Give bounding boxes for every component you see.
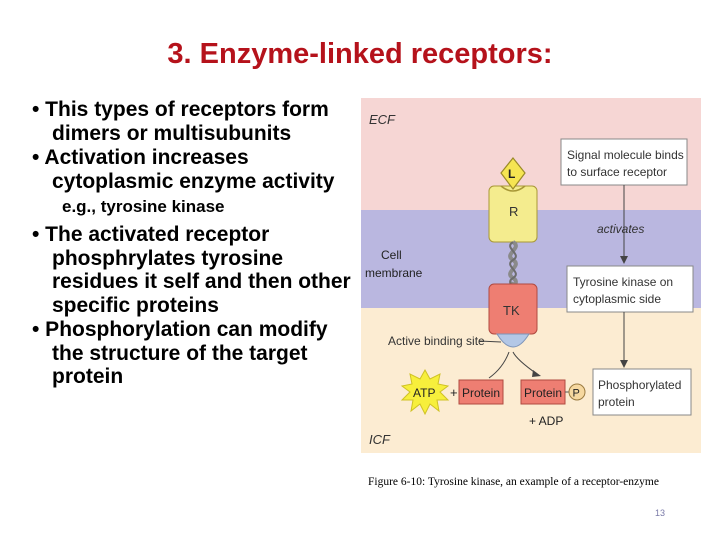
bullet-phosphorylates: • The activated receptor phosphrylates t… [32, 223, 351, 317]
bullet-modify-structure: • Phosphorylation can modify the structu… [32, 318, 328, 388]
protein-phosphorylated-label: Protein [524, 386, 562, 400]
tyrosine-kinase-text-2: cytoplasmic side [573, 292, 661, 306]
slide-title: 3. Enzyme-linked receptors: [167, 38, 553, 70]
active-binding-site-label: Active binding site [388, 334, 485, 348]
active-binding-site-shape [496, 333, 530, 348]
phosphorylated-protein-text-2: protein [598, 395, 635, 409]
atp-burst [400, 368, 450, 416]
bullet-list: • This types of receptors form dimers or… [32, 98, 352, 390]
atp-label: ATP [413, 386, 435, 400]
phosphate-circle [568, 383, 586, 401]
phosphorylated-protein-text-1: Phosphorylated [598, 378, 681, 392]
plus-sign: + [450, 385, 458, 400]
icf-label: ICF [369, 432, 391, 447]
protein-substrate-label: Protein [462, 386, 500, 400]
tyrosine-kinase-diagram: ECF ICF Cell membrane R L TK Signal mole… [361, 98, 701, 453]
phosphorylation-left-curve [488, 351, 510, 379]
bullet-dimers: • This types of receptors form dimers or… [32, 98, 329, 145]
signal-binds-text-1: Signal molecule binds [567, 148, 684, 162]
ecf-label: ECF [369, 112, 396, 127]
phosphorylation-curve-arrowhead [532, 370, 541, 377]
page-number: 13 [654, 508, 665, 518]
signal-binds-text-2: to surface receptor [567, 165, 667, 179]
protein-substrate [458, 379, 504, 405]
ligand-shape [500, 157, 526, 190]
activates-arrowhead-1 [620, 256, 628, 264]
tk-label: TK [503, 303, 520, 318]
tyrosine-kinase-text-1: Tyrosine kinase on [573, 275, 673, 289]
adp-label: + ADP [529, 414, 563, 428]
cell-membrane-label-1: Cell [381, 248, 402, 262]
cell-membrane-label-2: membrane [365, 266, 423, 280]
active-site-pointer [478, 340, 502, 343]
activates-arrowhead-2 [620, 360, 628, 368]
phosphate-label: P [573, 388, 580, 400]
receptor-cup [500, 185, 526, 192]
receptor-label: R [509, 204, 518, 219]
activates-label: activates [597, 222, 644, 236]
phosphorylated-protein-box [592, 368, 692, 416]
bullet-activation: • Activation increases cytoplasmic enzym… [32, 146, 335, 193]
ligand-label: L [508, 167, 515, 181]
figure-caption: Figure 6-10: Tyrosine kinase, an example… [368, 476, 659, 488]
tyrosine-kinase-box [566, 265, 694, 313]
example-text: e.g., tyrosine kinase [62, 197, 225, 216]
signal-binds-box [560, 138, 688, 186]
